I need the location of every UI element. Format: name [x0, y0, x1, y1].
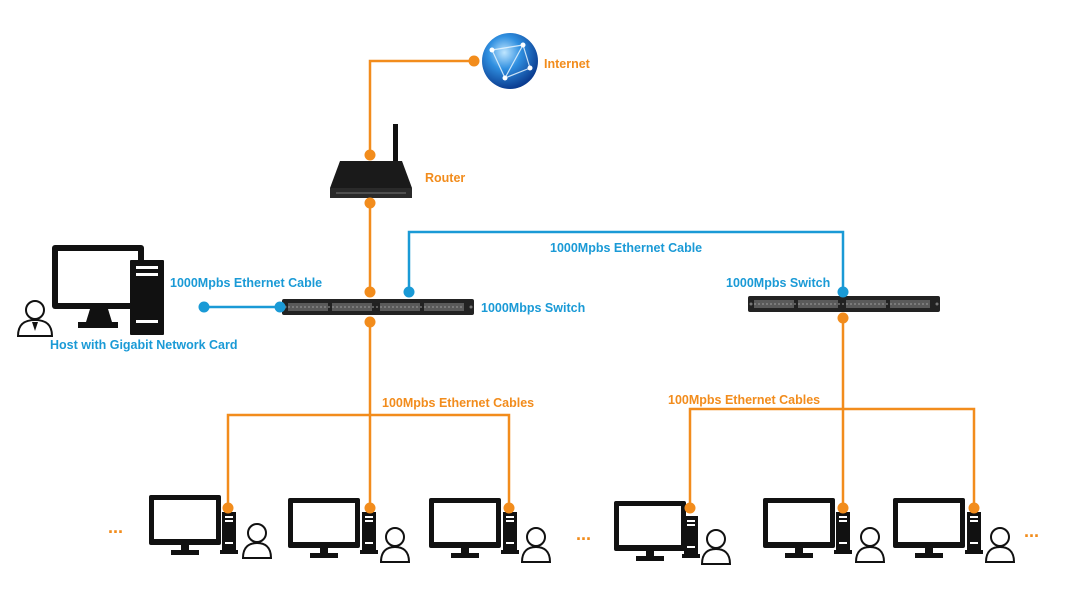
desktop-computer-icon	[893, 498, 965, 558]
wire-switch-right-branch	[688, 407, 976, 508]
ellipsis-middle: ...	[576, 524, 591, 544]
client-computer	[763, 498, 885, 563]
globe-icon	[482, 33, 538, 89]
label-gigabit-cable-top: 1000Mpbs Ethernet Cable	[550, 241, 702, 255]
user-icon	[985, 527, 1015, 563]
switch-icon-left	[281, 298, 475, 316]
ellipsis-right: ...	[1024, 521, 1039, 541]
client-computer	[149, 495, 272, 559]
ellipsis-left: ...	[108, 517, 123, 537]
label-cables-right: 100Mpbs Ethernet Cables	[668, 393, 820, 407]
label-switch-left: 1000Mbps Switch	[481, 301, 585, 315]
desktop-computer-icon	[149, 495, 221, 555]
user-icon	[16, 300, 54, 337]
label-gigabit-cable-left: 1000Mpbs Ethernet Cable	[170, 276, 322, 290]
client-computer	[893, 498, 1015, 563]
label-internet: Internet	[544, 57, 591, 71]
label-router: Router	[425, 171, 465, 185]
desktop-computer-icon	[614, 501, 686, 561]
switch-icon-right	[747, 295, 941, 313]
label-switch-right: 1000Mpbs Switch	[726, 276, 830, 290]
user-icon	[521, 527, 551, 563]
user-icon	[242, 523, 272, 559]
client-computer	[288, 498, 410, 563]
desktop-computer-icon	[429, 498, 501, 558]
host-computer	[16, 245, 164, 337]
client-computer	[614, 501, 731, 565]
wire-internet-router	[368, 59, 474, 155]
desktop-computer-icon	[288, 498, 360, 558]
wires	[204, 59, 976, 508]
wire-switch-switch	[407, 230, 845, 292]
router-icon	[330, 124, 412, 198]
client-computer	[429, 498, 551, 563]
user-icon	[701, 529, 731, 565]
user-icon	[855, 527, 885, 563]
desktop-computer-icon	[52, 245, 164, 335]
user-icon	[380, 527, 410, 563]
label-host: Host with Gigabit Network Card	[50, 338, 238, 352]
desktop-computer-icon	[763, 498, 835, 558]
connection-dots	[198, 55, 980, 514]
label-cables-left: 100Mpbs Ethernet Cables	[382, 396, 534, 410]
wire-switch-left-branch	[226, 413, 511, 508]
